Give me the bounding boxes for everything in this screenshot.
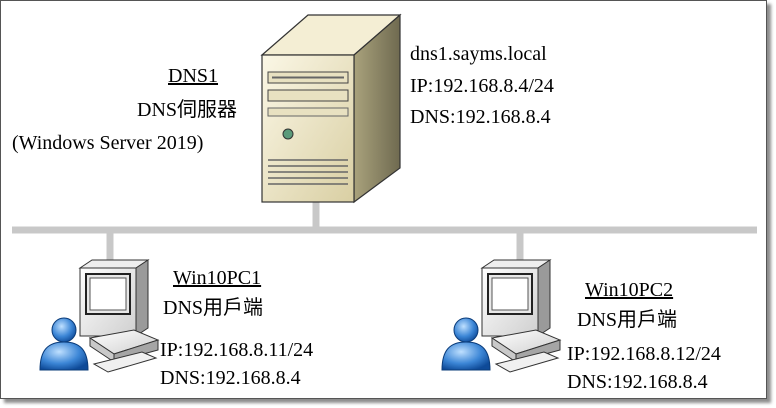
server-role: DNS伺服器: [137, 99, 238, 121]
pc1-desktop-icon: [39, 259, 160, 373]
client1-role: DNS用戶端: [163, 297, 264, 319]
user-icon: [39, 317, 89, 371]
server-name: DNS1: [168, 65, 219, 87]
server-hostname: dns1.sayms.local: [410, 43, 547, 65]
client2-ip: IP:192.168.8.12/24: [567, 343, 721, 365]
server-dns: DNS:192.168.8.4: [410, 106, 551, 128]
client2-role: DNS用戶端: [577, 309, 678, 331]
server-os: (Windows Server 2019): [12, 132, 204, 154]
server-ip: IP:192.168.8.4/24: [410, 75, 554, 97]
tower-server-icon: [260, 13, 402, 204]
client1-ip: IP:192.168.8.11/24: [160, 339, 314, 361]
client2-dns: DNS:192.168.8.4: [567, 371, 708, 393]
client2-name: Win10PC2: [585, 279, 674, 301]
network-links: [12, 196, 757, 262]
user-icon: [441, 317, 491, 371]
client1-dns: DNS:192.168.8.4: [160, 367, 301, 389]
client1-name: Win10PC1: [173, 267, 262, 289]
pc2-desktop-icon: [441, 259, 562, 373]
